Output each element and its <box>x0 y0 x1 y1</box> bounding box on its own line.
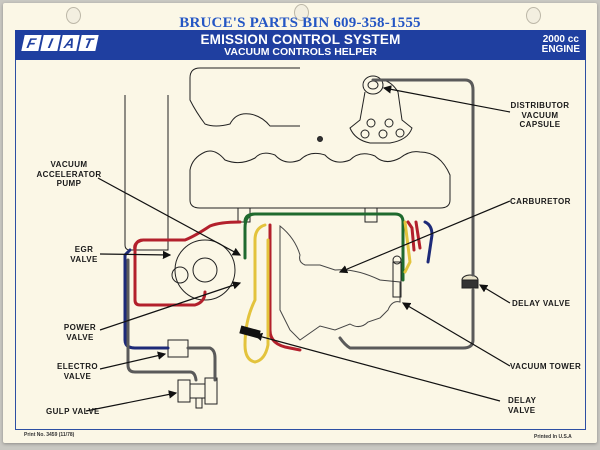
hose-red-1 <box>133 220 242 307</box>
diagram-frame <box>15 60 586 430</box>
page-title: EMISSION CONTROL SYSTEM <box>200 32 401 47</box>
binder-hole <box>526 7 541 24</box>
print-number: Print No. 3459 (11/78) <box>24 432 75 438</box>
gulp-valve-body <box>177 377 218 409</box>
distributor <box>349 75 413 144</box>
hose-red-3 <box>406 220 422 252</box>
binder-hole <box>294 4 309 21</box>
binder-hole <box>66 7 81 24</box>
label-vacuum-tower: VACUUM TOWER <box>510 362 582 371</box>
dealer-line: BRUCE'S PARTS BIN 609-358-1555 <box>179 15 421 31</box>
title-band: F I A T EMISSION CONTROL SYSTEM VACUUM C… <box>15 30 586 60</box>
label-vacuum-accelerator-pump: VACUUM ACCELERATOR PUMP <box>36 160 102 188</box>
hose-black <box>371 78 475 277</box>
hose-yellow <box>243 220 412 364</box>
printed-in: Printed In U.S.A <box>534 434 572 440</box>
cam-cover-lower <box>189 150 451 209</box>
page-subtitle: VACUUM CONTROLS HELPER <box>224 46 377 58</box>
engine-size: 2000 cc <box>542 34 579 45</box>
diagram-sheet <box>3 3 597 443</box>
hose-gray-2 <box>126 258 217 382</box>
engine-label: ENGINE <box>541 44 580 55</box>
hose-red-2 <box>268 223 302 352</box>
label-carburetor: CARBURETOR <box>510 197 571 206</box>
cam-cover-upper <box>189 67 300 127</box>
label-delay-valve-2: DELAY VALVE <box>508 396 537 415</box>
label-gulp-valve: GULP VALVE <box>46 407 100 416</box>
label-delay-valve-1: DELAY VALVE <box>512 299 571 308</box>
engine-badge: 2000 cc ENGINE <box>542 35 580 55</box>
label-electro-valve: ELECTRO VALVE <box>56 362 99 381</box>
label-distributor-vacuum-capsule: DISTRIBUTOR VACUUM CAPSULE <box>510 101 570 129</box>
label-egr-valve: EGR VALVE <box>70 245 98 264</box>
label-power-valve: POWER VALVE <box>63 323 97 342</box>
hose-gray <box>338 288 475 350</box>
hose-green <box>243 212 405 282</box>
